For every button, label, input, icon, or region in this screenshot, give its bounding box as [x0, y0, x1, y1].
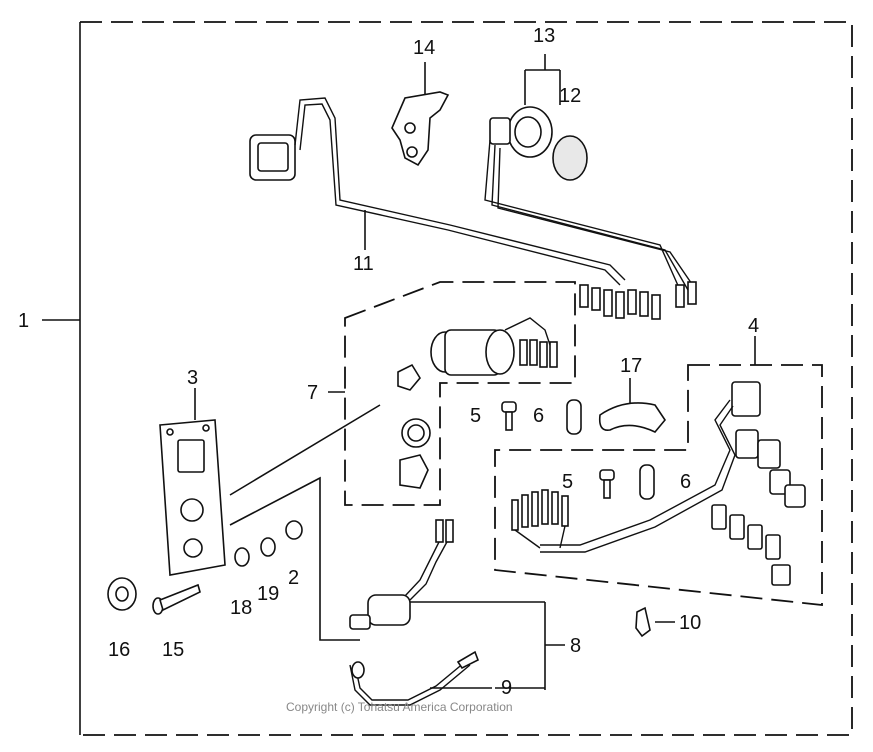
callout-17: 17	[620, 355, 642, 377]
callout-1: 1	[18, 310, 29, 332]
stop-switch-8	[349, 519, 454, 630]
callout-6-upper: 6	[533, 405, 544, 427]
bracket-14	[391, 91, 450, 167]
callout-3: 3	[187, 367, 198, 389]
buzzer-13	[489, 106, 553, 158]
sleeve-6b	[639, 464, 655, 500]
leader-lines	[194, 54, 756, 690]
sleeve-6a	[566, 399, 582, 435]
assembly-frame	[42, 21, 853, 736]
lamp-harness-11	[249, 97, 697, 291]
washer-19	[260, 537, 276, 557]
lanyard-9	[349, 650, 480, 706]
main-harness-4	[511, 381, 806, 586]
washer-18	[234, 547, 250, 567]
screw-5a	[501, 401, 517, 431]
callout-4: 4	[748, 315, 759, 337]
harness-group-frame	[494, 364, 823, 607]
clamp-17	[598, 402, 666, 433]
callout-13: 13	[533, 25, 555, 47]
callout-5-lower: 5	[562, 471, 573, 493]
screw-5b	[599, 469, 615, 499]
nut-2	[285, 520, 303, 540]
callout-8: 8	[570, 635, 581, 657]
callout-10: 10	[679, 612, 701, 634]
callout-12: 12	[559, 85, 581, 107]
key-switch-7	[397, 317, 558, 489]
nut-16	[107, 577, 137, 611]
callout-18: 18	[230, 597, 252, 619]
callout-9: 9	[501, 677, 512, 699]
copyright-text: Copyright (c) Tohatsu America Corporatio…	[286, 700, 513, 714]
callout-7: 7	[307, 382, 318, 404]
clip-10	[635, 606, 651, 638]
callout-5-upper: 5	[470, 405, 481, 427]
callout-6-lower: 6	[680, 471, 691, 493]
lamp-connectors	[579, 281, 697, 320]
callout-numbers: 1 2 3 4 5 5 6 6 7 8 9 10 11 12 13 14 15 …	[18, 25, 759, 699]
panel-3	[159, 419, 226, 576]
key-switch-group-frame	[344, 281, 576, 506]
callout-16: 16	[108, 639, 130, 661]
cover-12	[552, 135, 588, 181]
screw-15	[152, 583, 201, 615]
callout-11: 11	[353, 253, 374, 275]
callout-19: 19	[257, 583, 279, 605]
callout-15: 15	[162, 639, 184, 661]
callout-2: 2	[288, 567, 299, 589]
callout-14: 14	[413, 37, 435, 59]
